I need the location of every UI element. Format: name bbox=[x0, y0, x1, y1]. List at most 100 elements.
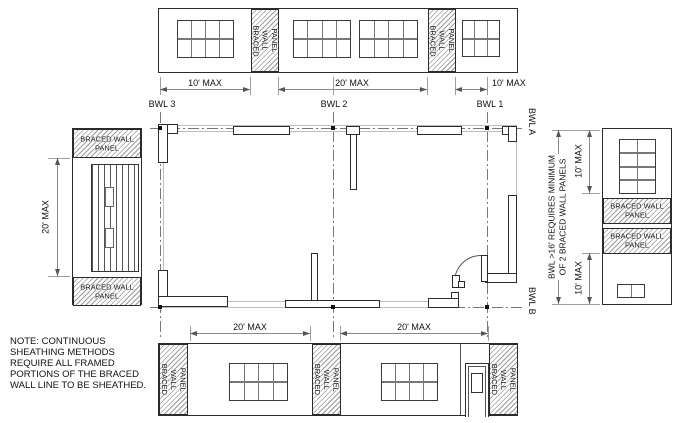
dimension-text: 20' MAX bbox=[40, 199, 52, 235]
dimension-line bbox=[455, 89, 487, 90]
bwl-1-centerline bbox=[487, 112, 488, 338]
wall-line bbox=[160, 131, 517, 132]
bwl-intersection-marker bbox=[485, 305, 489, 309]
top-elevation: BRACED WALL PANEL BRACED WALL PANEL bbox=[158, 8, 518, 73]
window-pane bbox=[620, 181, 637, 193]
window-pane bbox=[178, 21, 191, 38]
garage-door-handle bbox=[105, 228, 114, 248]
braced-wall-panel-label: BRACED WALL PANEL bbox=[489, 363, 518, 396]
window-pane bbox=[410, 383, 423, 400]
window-pane bbox=[618, 285, 631, 297]
window-pane bbox=[273, 383, 287, 400]
braced-wall-panel: BRACED WALL PANEL bbox=[312, 344, 341, 415]
window-pane bbox=[620, 153, 637, 166]
garage-door-handle bbox=[105, 187, 114, 207]
window-pane bbox=[620, 167, 637, 180]
bwl-a-label: BWL A bbox=[527, 108, 537, 136]
window-pane bbox=[638, 140, 655, 152]
window bbox=[359, 20, 418, 58]
bwl-b-label: BWL B bbox=[527, 287, 537, 315]
window-pane bbox=[382, 383, 395, 400]
bwl-2-label: BWL 2 bbox=[320, 99, 348, 109]
wall-joint-line bbox=[460, 344, 461, 415]
arrowhead bbox=[556, 130, 561, 137]
window-pane bbox=[410, 364, 423, 381]
extension-line bbox=[310, 326, 311, 341]
extension-line bbox=[427, 77, 428, 95]
braced-wall-panel: BRACED WALL PANEL bbox=[428, 9, 456, 72]
dimension-line bbox=[57, 158, 58, 276]
window-pane bbox=[336, 21, 350, 38]
braced-wall-panel: BRACED WALL PANEL bbox=[73, 129, 141, 158]
window-pane bbox=[487, 21, 499, 38]
braced-wall-panel: BRACED WALL PANEL bbox=[603, 228, 671, 254]
dimension-text: 20' MAX bbox=[335, 78, 369, 88]
braced-wall-panel: BRACED WALL PANEL bbox=[73, 277, 141, 306]
dimension-text: 10' MAX bbox=[492, 78, 526, 88]
bwl-intersection-marker bbox=[485, 126, 489, 130]
braced-wall-panel-label: BRACED WALL PANEL bbox=[610, 201, 664, 220]
window-pane bbox=[403, 40, 417, 57]
window-pane bbox=[487, 39, 499, 56]
braced-wall-panel-label: BRACED WALL PANEL bbox=[610, 231, 664, 250]
braced-wall-panel-label: BRACED WALL PANEL bbox=[251, 24, 280, 57]
plan-wall-panel bbox=[485, 273, 517, 283]
sheathing-note: NOTE: CONTINUOUS SHEATHING METHODS REQUI… bbox=[10, 336, 147, 391]
braced-wall-panel: BRACED WALL PANEL bbox=[603, 198, 671, 224]
window-pane bbox=[322, 21, 336, 38]
wall-line bbox=[160, 125, 517, 126]
window-pane bbox=[230, 383, 244, 400]
garage-door bbox=[91, 164, 139, 272]
arrowhead bbox=[587, 186, 592, 193]
braced-wall-panel-label: BRACED WALL PANEL bbox=[428, 24, 457, 57]
extension-line bbox=[487, 77, 488, 95]
braced-wall-panel-label: BRACED WALL PANEL bbox=[80, 134, 134, 153]
bwl-intersection-marker bbox=[158, 305, 162, 309]
window-pane bbox=[424, 364, 437, 381]
arrowhead bbox=[455, 87, 462, 92]
window-pane bbox=[360, 21, 374, 38]
arrowhead bbox=[420, 87, 427, 92]
arrowhead bbox=[160, 87, 167, 92]
dimension-text: 20' MAX bbox=[233, 322, 267, 332]
window-pane bbox=[463, 39, 475, 56]
extension-line bbox=[160, 77, 161, 95]
arrowhead bbox=[55, 269, 60, 276]
arrowhead bbox=[587, 253, 592, 260]
extension-line bbox=[552, 304, 600, 305]
braced-wall-panel: BRACED WALL PANEL bbox=[251, 9, 279, 72]
braced-wall-panel-label: BRACED WALL PANEL bbox=[312, 363, 341, 396]
braced-wall-panel-label: BRACED WALL PANEL bbox=[80, 282, 134, 301]
plan-wall-panel bbox=[311, 253, 318, 301]
extension-line bbox=[250, 77, 251, 95]
window-pane bbox=[220, 40, 233, 57]
window-pane bbox=[475, 39, 487, 56]
window-pane bbox=[424, 383, 437, 400]
dimension-text: 10' MAX bbox=[573, 143, 585, 179]
wall-line bbox=[516, 140, 517, 195]
braced-wall-panel: BRACED WALL PANEL bbox=[489, 344, 518, 415]
braced-wall-panel-label: BRACED WALL PANEL bbox=[159, 363, 188, 396]
plan-wall-panel bbox=[458, 281, 465, 288]
plan-wall-panel bbox=[233, 126, 290, 135]
window-pane bbox=[322, 40, 336, 57]
plan-wall-panel bbox=[417, 126, 462, 135]
plan-wall-panel bbox=[428, 298, 459, 308]
braced-wall-panel: BRACED WALL PANEL bbox=[159, 344, 188, 415]
window-pane bbox=[475, 21, 487, 38]
window-pane bbox=[638, 181, 655, 193]
window-pane bbox=[294, 21, 308, 38]
window bbox=[293, 20, 351, 58]
left-elevation: BRACED WALL PANEL BRACED WALL PANEL bbox=[72, 128, 142, 306]
window bbox=[617, 284, 645, 298]
dimension-line bbox=[190, 333, 310, 334]
window bbox=[381, 363, 438, 401]
entry-door-window bbox=[471, 373, 483, 393]
arrowhead bbox=[481, 331, 488, 336]
arrowhead bbox=[340, 331, 347, 336]
window-pane bbox=[244, 364, 258, 381]
window-pane bbox=[273, 364, 287, 381]
window bbox=[229, 363, 288, 401]
window-pane bbox=[336, 40, 350, 57]
